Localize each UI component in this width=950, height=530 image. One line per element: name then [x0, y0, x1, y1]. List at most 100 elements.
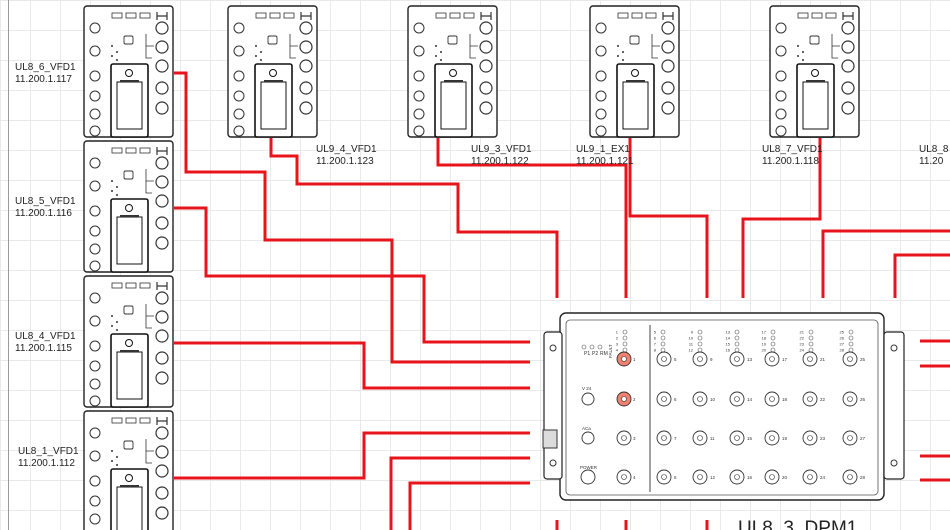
port-led-13 [734, 329, 740, 335]
port-led-1 [622, 329, 628, 335]
right-terminal-4 [155, 236, 169, 250]
left-terminal-1 [89, 45, 101, 57]
port-led-label-7: 7 [654, 342, 657, 347]
drive-panel [116, 81, 143, 130]
drive-brand-strip [120, 350, 139, 352]
port-25-label: 25 [860, 357, 866, 362]
port-led-label-3: 3 [616, 342, 619, 347]
drive-name: UL9_4_VFD1 [316, 144, 377, 155]
port-led-label-2: 2 [616, 336, 619, 341]
vfd-drive-8 [769, 5, 860, 138]
port-led-label-8: 8 [654, 348, 657, 353]
right-terminal-3 [479, 81, 493, 95]
drive-panel [440, 81, 467, 130]
drive-label-ul8-5[interactable]: UL8_5_VFD1 11.200.1.116 [15, 196, 76, 220]
left-terminal-0 [89, 157, 101, 169]
left-terminal-1 [413, 45, 425, 57]
left-terminal-0 [233, 22, 245, 34]
indicator-dot-1 [116, 186, 118, 188]
port-1-label: 1 [633, 357, 636, 362]
drive-label-ul8-1[interactable]: UL8_1_VFD1 11.200.1.112 [18, 446, 79, 470]
indicator-dot-1 [116, 321, 118, 323]
left-terminal-0 [89, 292, 101, 304]
drive-label-ul8-7[interactable]: UL8_7_VFD1 11.200.1.118 [762, 144, 823, 168]
port-led-3 [622, 341, 628, 347]
port-led-4 [622, 347, 628, 353]
drive-name: UL8_8 [919, 144, 949, 155]
right-terminal-4 [155, 371, 169, 385]
indicator-dot-1 [116, 456, 118, 458]
left-terminal-4 [89, 513, 101, 525]
port-2-pin [621, 396, 627, 402]
ground-symbol-icon [156, 12, 168, 20]
dip-switch [809, 35, 820, 45]
port-4-pin [621, 474, 627, 480]
port-21-label: 21 [820, 357, 826, 362]
drive-label-ul9-4[interactable]: UL9_4_VFD1 11.200.1.123 [316, 144, 377, 168]
top-connector-2 [645, 12, 657, 19]
drive-label-ul8-4[interactable]: UL8_4_VFD1 11.200.1.115 [15, 331, 76, 355]
port-led-label-4: 4 [616, 348, 619, 353]
drive-label-ul8-8[interactable]: UL8_8 11.20 [919, 144, 948, 168]
vfd-drive-7 [589, 5, 680, 138]
indicator-dot-1 [116, 51, 118, 53]
drive-name: UL8_5_VFD1 [15, 196, 76, 207]
port-10-pin [697, 396, 703, 402]
indicator-dot-3 [116, 464, 118, 466]
port-3-pin [621, 435, 627, 441]
indicator-dot-0 [617, 45, 619, 47]
port-25-pin [847, 356, 853, 362]
port-led-28 [848, 347, 854, 353]
port-7-label: 7 [674, 436, 677, 441]
port-led-label-9: 9 [691, 330, 694, 335]
top-connector-1 [125, 417, 137, 424]
port-12-pin [697, 474, 703, 480]
drive-ip: 11.200.1.121 [576, 156, 634, 167]
left-terminal-5 [775, 125, 787, 137]
port-16-label: 16 [747, 475, 753, 480]
right-terminal-0 [155, 291, 169, 305]
wiring-bracket [145, 439, 154, 464]
drive-status-led [269, 69, 277, 77]
drive-ip: 11.200.1.117 [15, 74, 72, 85]
drive-panel [802, 81, 829, 130]
drive-label-ul8-6[interactable]: UL8_6_VFD1 11.200.1.117 [15, 62, 76, 86]
vfd-drive-5 [227, 5, 318, 138]
cable-8 [741, 138, 822, 298]
cable-12 [408, 481, 530, 530]
port-led-27 [848, 341, 854, 347]
indicator-dot-3 [116, 194, 118, 196]
port-19-label: 19 [782, 436, 788, 441]
drive-name: UL8_6_VFD1 [15, 62, 76, 73]
top-connector-1 [269, 12, 281, 19]
top-connector-0 [617, 12, 629, 19]
status-led-2 [597, 344, 603, 350]
top-connector-2 [283, 12, 295, 19]
top-connector-2 [463, 12, 475, 19]
wiring-bracket [831, 34, 840, 59]
cable-3 [174, 341, 530, 390]
port-led-label-5: 5 [654, 330, 657, 335]
drive-name: UL8_4_VFD1 [15, 331, 76, 342]
left-terminal-1 [89, 315, 101, 327]
indicator-dot-3 [116, 329, 118, 331]
vfd-drive-2 [83, 140, 174, 273]
drive-brand-strip [120, 80, 139, 82]
drive-label-ul9-1-ex[interactable]: UL9_1_EX1 11.200.1.121 [576, 144, 634, 168]
drive-panel [116, 216, 143, 265]
drive-brand-strip [264, 80, 283, 82]
drive-label-ul9-3[interactable]: UL9_3_VFD1 11.200.1.122 [471, 144, 532, 168]
port-led-label-21: 21 [800, 330, 805, 335]
port-led-label-1: 1 [616, 330, 619, 335]
cable-9 [821, 229, 950, 298]
right-terminal-0 [155, 156, 169, 170]
status-led-0 [581, 344, 587, 350]
module-inner-housing [565, 319, 879, 496]
port-led-26 [848, 335, 854, 341]
sheet-border-line [8, 0, 9, 530]
right-terminal-0 [299, 21, 313, 35]
port-26-label: 26 [860, 397, 866, 402]
drive-panel [116, 486, 143, 530]
